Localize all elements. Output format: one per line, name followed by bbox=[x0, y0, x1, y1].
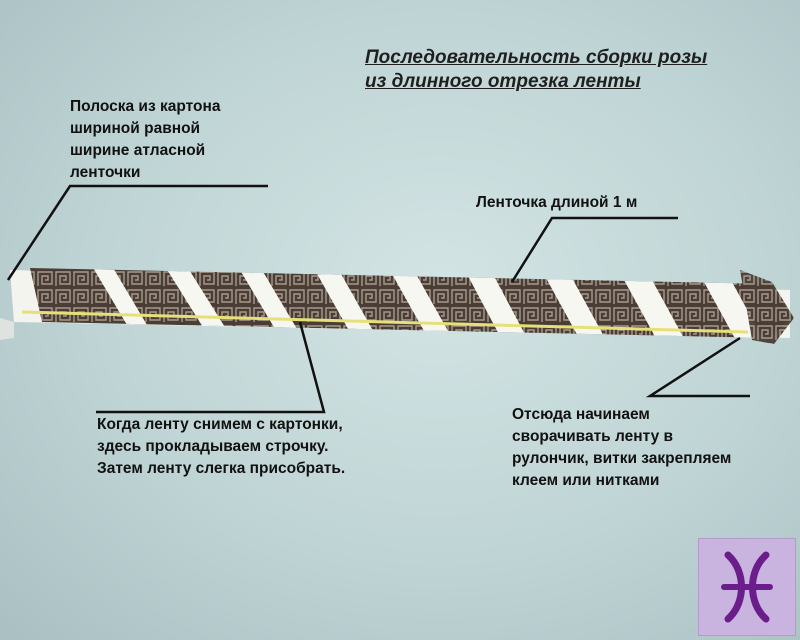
title-line-1: Последовательность сборки розы bbox=[365, 47, 708, 68]
leader-cardboard bbox=[6, 184, 268, 281]
label-stitch-instruction: Когда ленту снимем с картонки, здесь про… bbox=[97, 416, 346, 477]
title-line-2: из длинного отрезка ленты bbox=[365, 71, 641, 92]
diagram-title: Последовательность сборки розы из длинно… bbox=[365, 46, 785, 94]
label-cardboard-strip: Полоска из картона шириной равной ширине… bbox=[70, 98, 221, 181]
leader-roll bbox=[645, 336, 750, 398]
stitch-line bbox=[21, 310, 749, 334]
label-ribbon-length: Ленточка длиной 1 м bbox=[476, 194, 638, 211]
pisces-icon bbox=[721, 551, 773, 623]
ribbon-end-fold bbox=[740, 270, 794, 344]
satin-ribbon bbox=[30, 268, 792, 338]
leader-stitch bbox=[96, 321, 326, 414]
leader-length bbox=[510, 216, 678, 283]
label-roll-instruction: Отсюда начинаем сворачивать ленту в руло… bbox=[512, 406, 732, 489]
pisces-logo bbox=[698, 538, 796, 636]
cardboard-edge bbox=[0, 318, 14, 340]
